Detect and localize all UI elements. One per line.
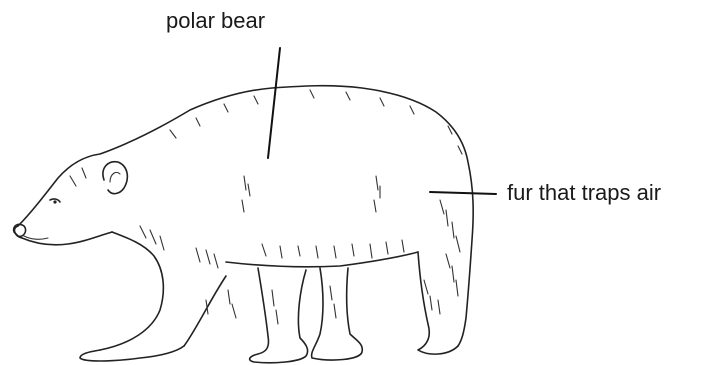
fur-label-leader: [430, 192, 496, 194]
bear-front-leg-right: [250, 268, 308, 363]
bear-front-leg-left: [184, 276, 226, 346]
bear-nose: [14, 224, 26, 236]
bear-chest: [100, 232, 163, 350]
fur-label: fur that traps air: [507, 182, 661, 204]
bear-hind-leg-left: [312, 268, 363, 360]
bear-mouth: [24, 236, 48, 239]
polar-bear-label: polar bear: [166, 10, 265, 32]
bear-belly: [226, 252, 418, 267]
bear-eye-pupil: [53, 200, 56, 203]
bear-fur-strokes: [70, 90, 462, 324]
bear-label-leader: [268, 48, 280, 158]
bear-ear: [103, 162, 127, 194]
bear-jaw: [22, 232, 112, 245]
bear-front-paw-left: [80, 346, 184, 361]
bear-body-outline: [15, 86, 474, 346]
bear-ear-inner: [110, 172, 120, 182]
